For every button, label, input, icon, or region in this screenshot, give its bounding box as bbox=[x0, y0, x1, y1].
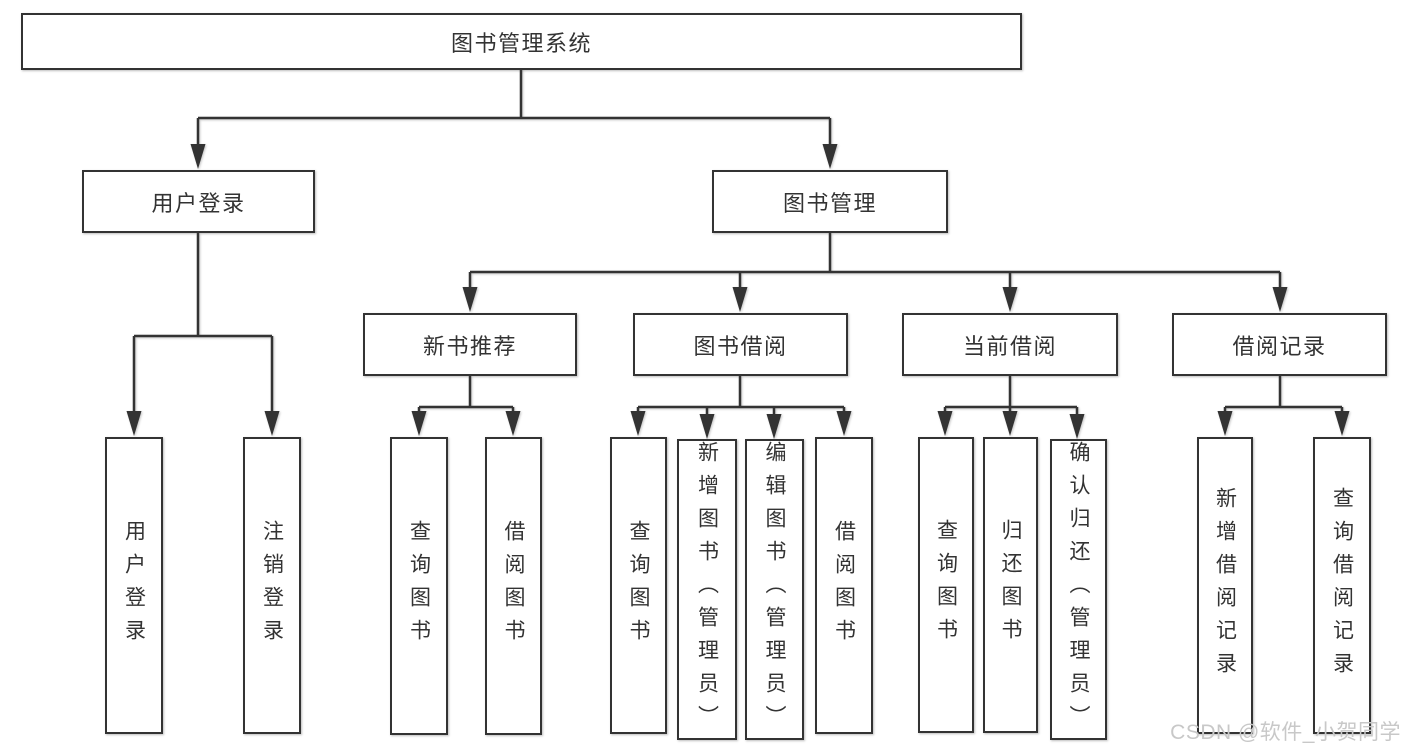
node-book-management: 图书管理 bbox=[712, 170, 948, 233]
node-new-book-recommend: 新书推荐 bbox=[363, 313, 577, 376]
node-label: 查询图书 bbox=[934, 519, 958, 651]
node-leaf-logout: 注销登录 bbox=[243, 437, 301, 734]
node-user-login: 用户登录 bbox=[82, 170, 315, 233]
node-label: 图书借阅 bbox=[693, 333, 788, 359]
node-leaf-edit-books-admin: 编辑图书（管理员） bbox=[745, 439, 804, 740]
node-label: 新书推荐 bbox=[422, 333, 517, 359]
node-current-borrow: 当前借阅 bbox=[902, 313, 1118, 376]
arrow-down-icon bbox=[766, 414, 782, 439]
arrow-down-icon bbox=[732, 287, 748, 312]
arrow-down-icon bbox=[836, 411, 852, 436]
arrow-down-icon bbox=[1217, 411, 1233, 436]
node-label: 查询图书 bbox=[407, 520, 431, 652]
arrow-down-icon bbox=[822, 144, 838, 169]
node-leaf-add-books-admin: 新增图书（管理员） bbox=[677, 439, 737, 740]
arrow-down-icon bbox=[1002, 287, 1018, 312]
node-label: 归还图书 bbox=[999, 519, 1023, 651]
node-label: 查询图书 bbox=[627, 519, 651, 652]
node-label: 编辑图书（管理员） bbox=[763, 441, 787, 738]
node-leaf-confirm-return-admin: 确认归还（管理员） bbox=[1050, 439, 1107, 740]
node-label: 确认归还（管理员） bbox=[1067, 441, 1091, 738]
node-label: 借阅记录 bbox=[1232, 333, 1327, 359]
node-label: 图书管理系统 bbox=[450, 30, 592, 56]
node-label: 图书管理 bbox=[782, 190, 877, 216]
node-leaf-recommend-query-books: 查询图书 bbox=[390, 437, 448, 735]
node-label: 借阅图书 bbox=[502, 520, 526, 652]
node-label: 查询借阅记录 bbox=[1330, 486, 1354, 685]
arrow-down-icon bbox=[1002, 411, 1018, 436]
node-book-borrow: 图书借阅 bbox=[633, 313, 848, 376]
node-leaf-add-borrow-record: 新增借阅记录 bbox=[1197, 437, 1253, 734]
node-leaf-borrow-query-books: 查询图书 bbox=[610, 437, 667, 734]
node-leaf-query-borrow-record: 查询借阅记录 bbox=[1313, 437, 1371, 734]
arrow-down-icon bbox=[1272, 287, 1288, 312]
arrow-down-icon bbox=[126, 411, 142, 436]
arrow-down-icon bbox=[1069, 414, 1085, 439]
node-leaf-current-query-books: 查询图书 bbox=[918, 437, 974, 733]
arrow-down-icon bbox=[411, 411, 427, 436]
arrow-down-icon bbox=[1334, 411, 1350, 436]
arrow-down-icon bbox=[937, 411, 953, 436]
arrow-down-icon bbox=[462, 287, 478, 312]
arrow-down-icon bbox=[699, 414, 715, 439]
node-label: 注销登录 bbox=[260, 519, 284, 652]
arrow-down-icon bbox=[505, 411, 521, 436]
node-leaf-user-login: 用户登录 bbox=[105, 437, 163, 734]
node-leaf-return-books: 归还图书 bbox=[983, 437, 1038, 733]
node-label: 当前借阅 bbox=[962, 333, 1057, 359]
node-label: 新增图书（管理员） bbox=[695, 441, 719, 738]
arrow-down-icon bbox=[190, 144, 206, 169]
node-label: 用户登录 bbox=[122, 519, 146, 652]
arrowheads bbox=[126, 144, 1350, 439]
arrow-down-icon bbox=[630, 411, 646, 436]
node-label: 用户登录 bbox=[151, 190, 246, 216]
csdn-watermark: CSDN @软件_小贺同学 bbox=[1170, 721, 1401, 744]
node-leaf-recommend-borrow-books: 借阅图书 bbox=[485, 437, 542, 735]
arrow-down-icon bbox=[264, 411, 280, 436]
node-leaf-borrow-books: 借阅图书 bbox=[815, 437, 873, 734]
node-borrow-records: 借阅记录 bbox=[1172, 313, 1387, 376]
node-label: 新增借阅记录 bbox=[1213, 486, 1237, 685]
node-label: 借阅图书 bbox=[832, 519, 856, 652]
node-root: 图书管理系统 bbox=[21, 13, 1022, 70]
